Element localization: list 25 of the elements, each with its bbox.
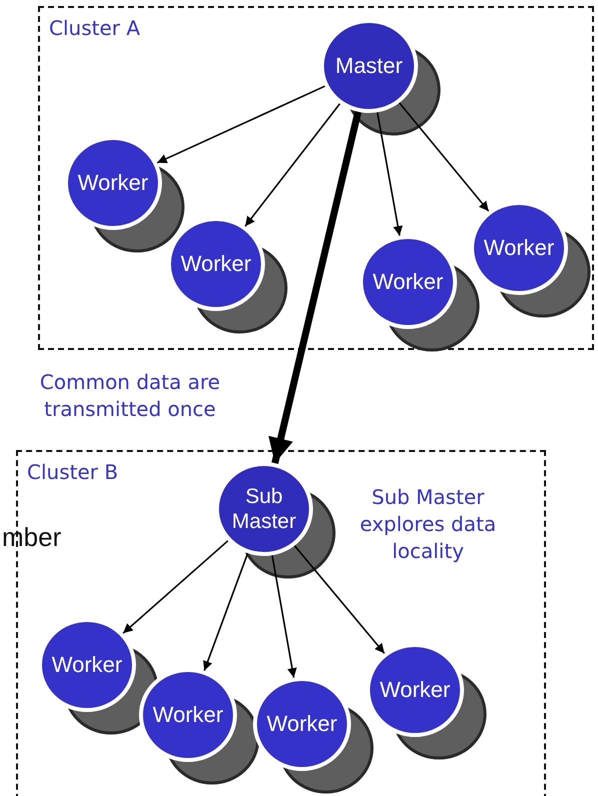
node-label: Worker (484, 234, 554, 262)
background-text: mber (2, 522, 62, 553)
node-label: Worker (152, 702, 224, 728)
node-label: Worker (52, 652, 122, 678)
node-label: Worker (372, 268, 444, 296)
arrow (294, 545, 386, 654)
arrow (398, 102, 490, 212)
annotation-text: Sub Master explores data locality (358, 484, 498, 565)
node-label: Sub Master (230, 484, 298, 534)
cluster-box (38, 6, 594, 350)
arrow (376, 112, 403, 236)
node-label: Worker (180, 250, 252, 278)
cluster-title: Cluster B (27, 460, 118, 484)
annotation-text: Common data are transmitted once (38, 369, 222, 423)
node-label: Worker (78, 170, 148, 196)
node-label: Worker (380, 676, 450, 704)
arrow (244, 103, 340, 227)
thick-arrow (268, 111, 362, 464)
arrow (122, 540, 228, 634)
arrow (271, 555, 297, 678)
arrow (203, 553, 248, 671)
node-label: Master (335, 52, 403, 80)
arrow (156, 85, 326, 164)
node-label: Worker (266, 710, 338, 738)
cluster-title: Cluster A (49, 16, 140, 40)
